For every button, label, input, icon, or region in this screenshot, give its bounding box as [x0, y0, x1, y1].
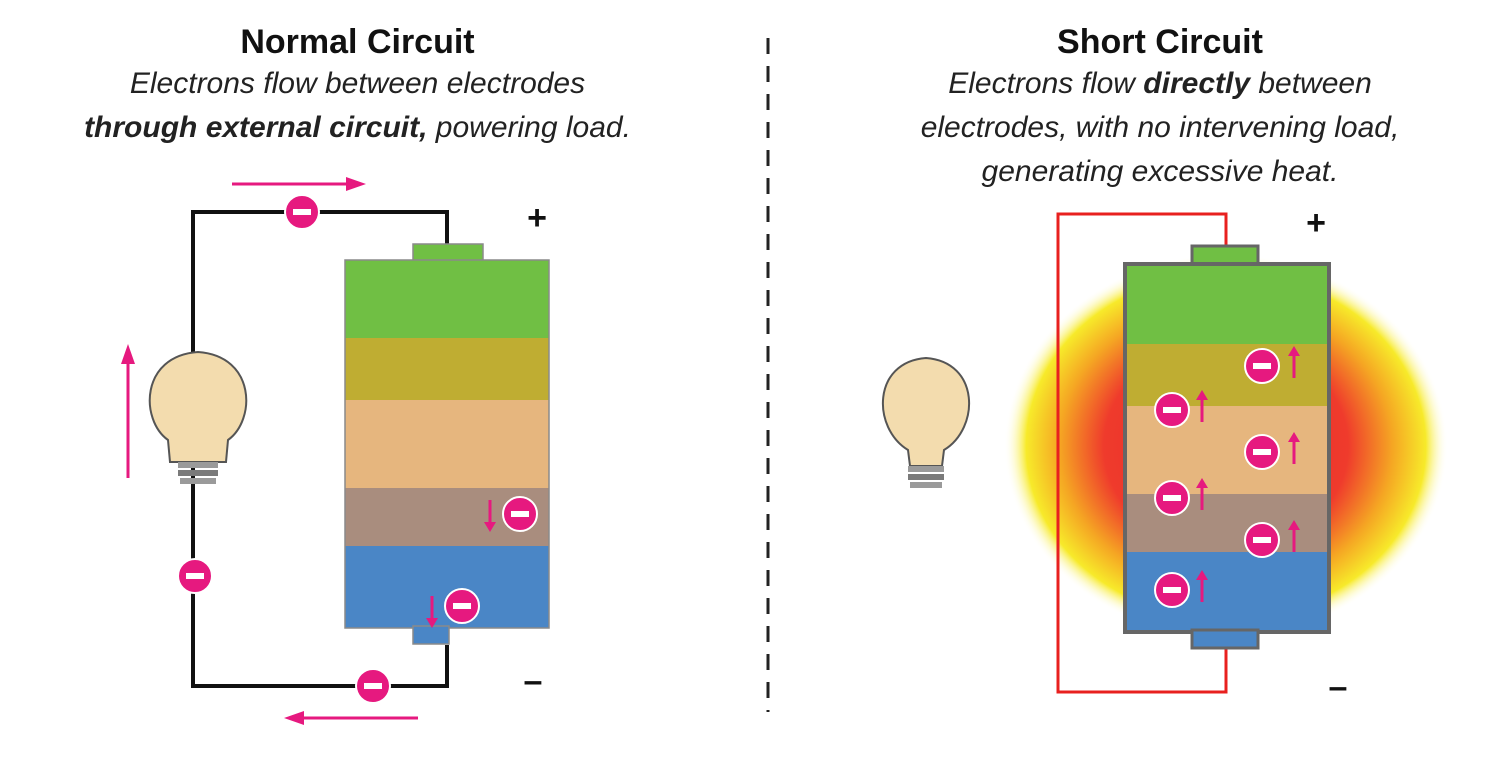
short-lightbulb-icon — [881, 356, 971, 488]
normal-lightbulb-icon — [148, 350, 248, 484]
short-caption-line3: generating excessive heat. — [981, 155, 1339, 188]
normal-circuit: + – — [121, 177, 550, 725]
electron-icon — [355, 668, 391, 704]
electron-icon — [444, 588, 480, 624]
electron-icon — [1154, 572, 1190, 608]
left-flow-arrow-icon — [121, 344, 135, 478]
short-caption-post: between — [1250, 67, 1372, 100]
short-circuit-title: Short Circuit — [1057, 23, 1263, 61]
normal-circuit-title: Normal Circuit — [240, 23, 475, 61]
short-caption-line2: electrodes, with no intervening load, — [920, 111, 1400, 144]
electron-icon — [177, 558, 213, 594]
normal-caption-bold: through external circuit, — [84, 111, 428, 144]
short-caption-pre: Electrons flow — [948, 67, 1144, 100]
bottom-flow-arrow-icon — [284, 711, 418, 725]
short-circuit-caption: Electrons flow directly between electrod… — [820, 62, 1500, 194]
electron-icon — [1154, 480, 1190, 516]
short-caption-bold: directly — [1143, 67, 1251, 100]
electron-icon — [1154, 392, 1190, 428]
normal-circuit-caption: Electrons flow between electrodes throug… — [0, 62, 715, 150]
normal-battery-icon — [344, 243, 550, 645]
normal-caption-line1: Electrons flow between electrodes — [129, 67, 586, 100]
short-circuit-heading: Short Circuit Electrons flow directly be… — [820, 22, 1500, 194]
normal-caption-rest: powering load. — [427, 111, 631, 144]
short-positive-sign: + — [1306, 204, 1326, 242]
normal-circuit-heading: Normal Circuit Electrons flow between el… — [0, 22, 715, 150]
electron-icon — [502, 496, 538, 532]
electron-icon — [1244, 348, 1280, 384]
top-flow-arrow-icon — [232, 177, 366, 191]
short-circuit: + – — [881, 204, 1448, 706]
normal-negative-sign: – — [524, 662, 543, 700]
electron-icon — [284, 194, 320, 230]
short-wire — [1056, 212, 1228, 694]
electron-icon — [1244, 434, 1280, 470]
short-negative-sign: – — [1329, 668, 1348, 706]
normal-positive-sign: + — [527, 199, 547, 237]
electron-icon — [1244, 522, 1280, 558]
normal-caption-line2: through external circuit, powering load. — [0, 106, 715, 150]
short-caption-line1: Electrons flow directly between — [820, 62, 1500, 106]
